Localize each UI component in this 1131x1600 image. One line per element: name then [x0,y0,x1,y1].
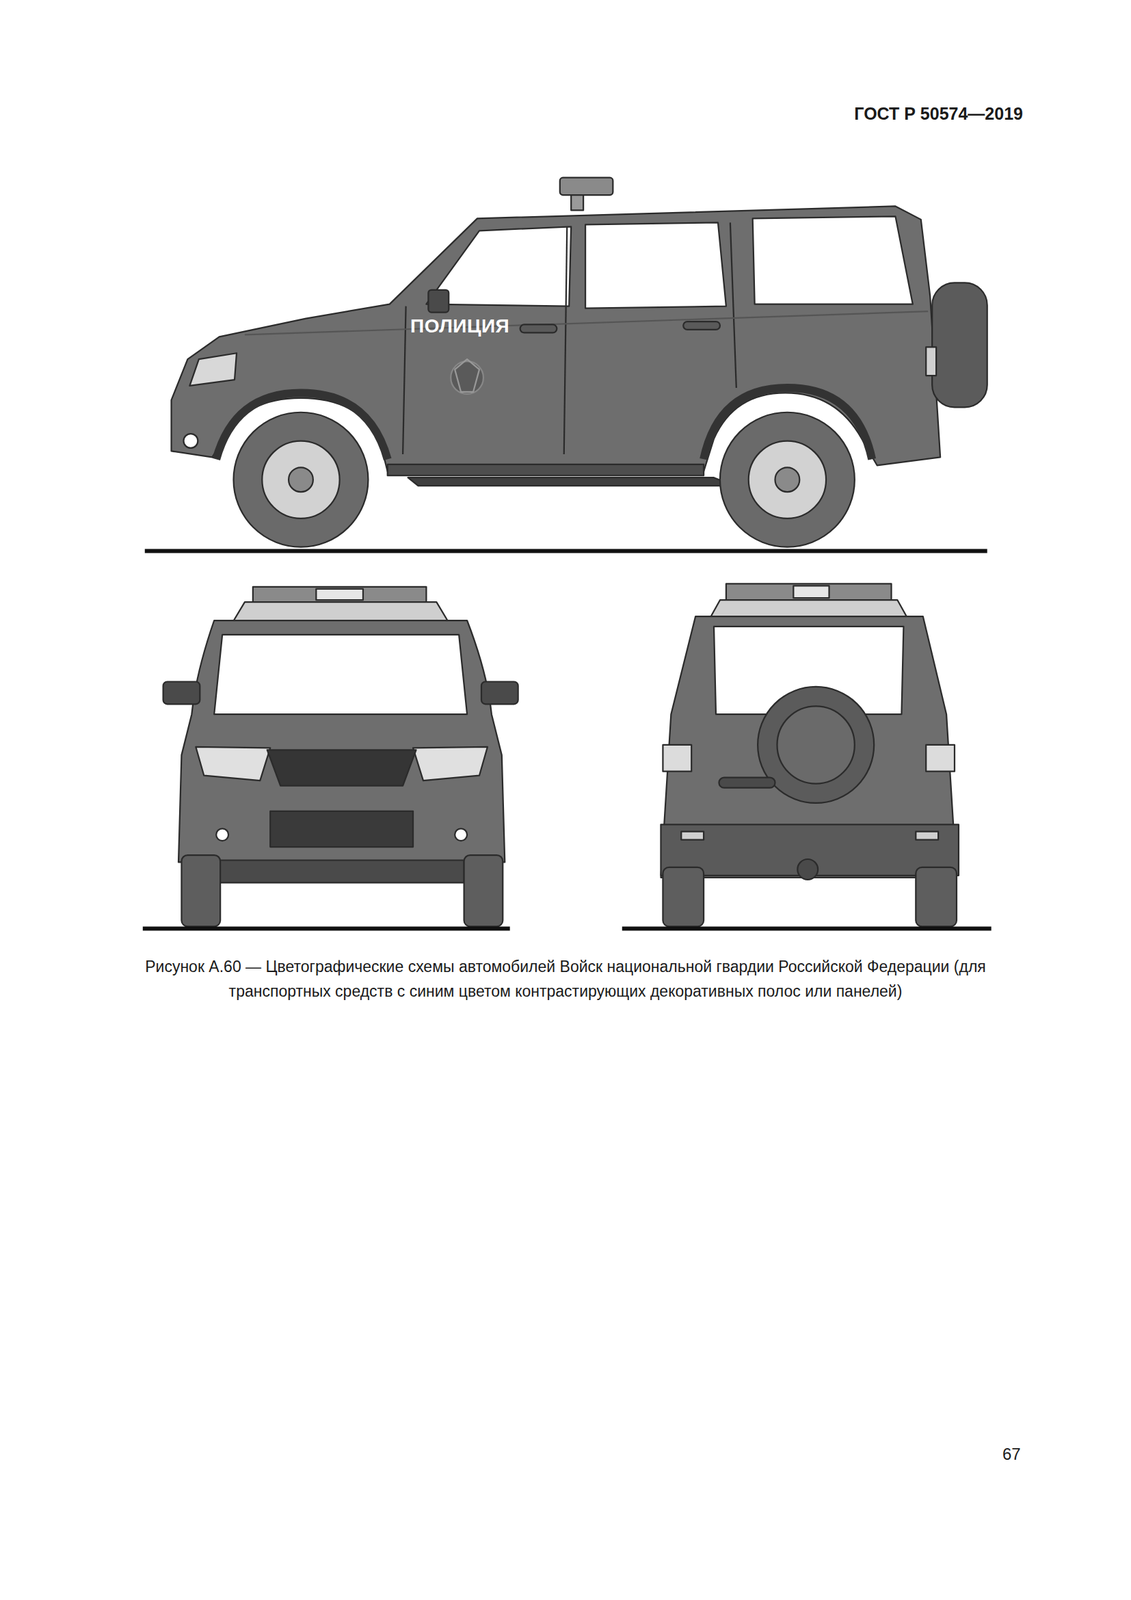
page-number: 67 [1002,1444,1021,1464]
figure-caption: Рисунок А.60 — Цветографические схемы ав… [136,953,995,1004]
vehicle-lettering: ПОЛИЦИЯ [410,315,510,338]
standard-number: ГОСТ Р 50574—2019 [854,103,1023,124]
